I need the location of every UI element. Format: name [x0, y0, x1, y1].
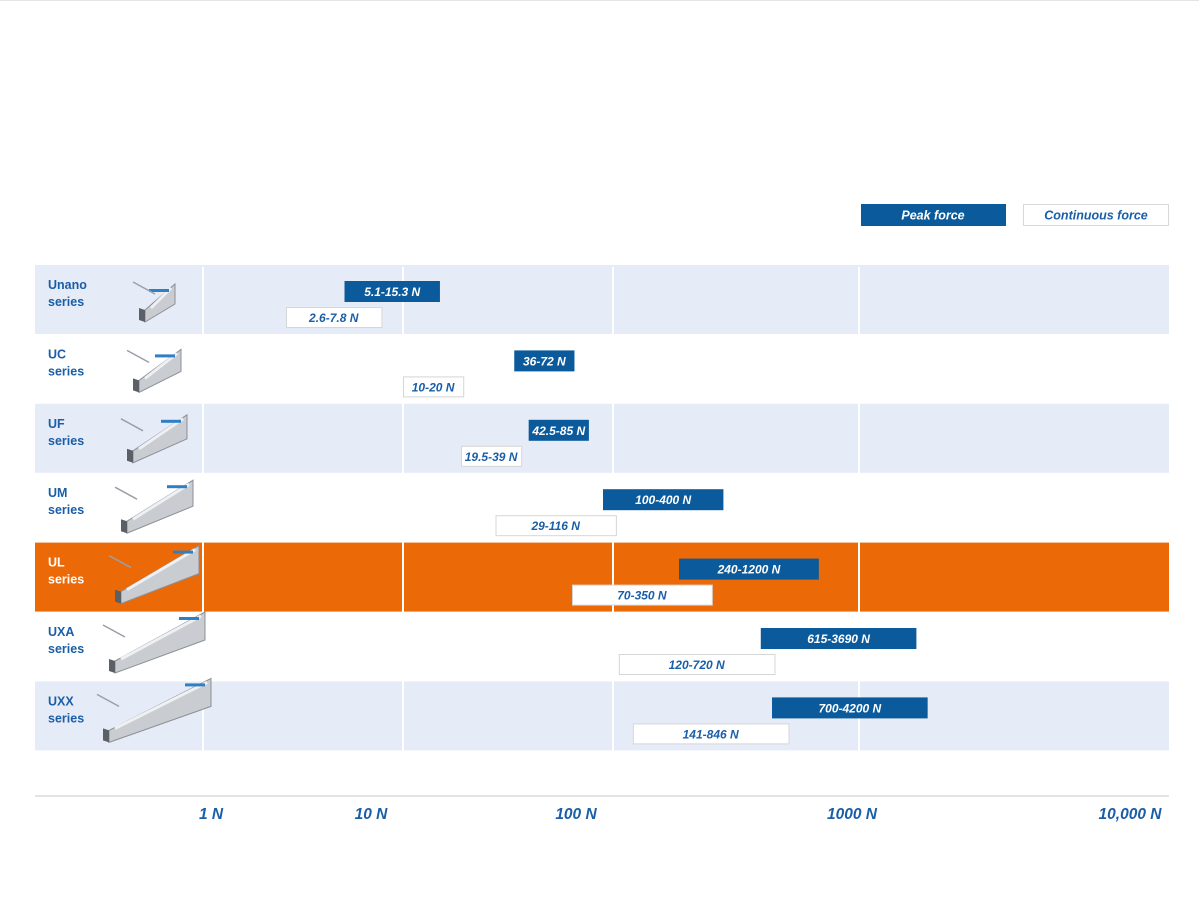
series-name: UM [48, 486, 67, 500]
legend-continuous-swatch [1023, 204, 1169, 226]
peak-force-bar [603, 489, 724, 511]
motor-images [96, 281, 212, 744]
x-tick-label: 10,000 N [1099, 806, 1163, 823]
peak-force-bar [528, 419, 589, 441]
continuous-force-bar [572, 584, 713, 606]
series-name: UXA [48, 625, 74, 639]
peak-force-label: 36-72 N [523, 354, 566, 368]
peak-force-bar [514, 350, 575, 372]
continuous-force-bar [403, 376, 465, 398]
peak-force-label: 42.5-85 N [531, 424, 585, 438]
series-suffix: series [48, 573, 84, 587]
peak-force-label: 100-400 N [635, 493, 691, 507]
peak-force-label: 700-4200 N [818, 701, 881, 715]
peak-force-bar [344, 281, 440, 302]
series-labels: UnanoseriesUCseriesUFseriesUMseriesULser… [48, 278, 87, 725]
peak-force-bar [760, 628, 917, 649]
continuous-force-bar [461, 445, 523, 467]
series-name: UXX [48, 694, 74, 708]
row-band [35, 265, 1169, 334]
series-name: UL [48, 556, 65, 570]
row-band [35, 681, 1169, 751]
peak-force-label: 240-1200 N [717, 563, 781, 577]
continuous-force-label: 19.5-39 N [465, 450, 518, 464]
unano-motor-icon [132, 281, 176, 323]
x-tick-label: 100 N [555, 806, 597, 823]
series-suffix: series [48, 434, 84, 448]
legend-continuous-label: Continuous force [1044, 209, 1148, 223]
continuous-force-label: 10-20 N [412, 380, 455, 394]
uxa-motor-icon [102, 611, 206, 674]
grid-lines [202, 267, 860, 753]
series-suffix: series [48, 364, 84, 378]
um-motor-icon [114, 479, 194, 534]
row-bands [35, 265, 1169, 751]
series-suffix: series [48, 295, 84, 309]
continuous-force-bar [285, 307, 383, 328]
series-name: Unano [48, 278, 87, 292]
x-axis: 1 N 10 N 100 N 1000 N 10,000 N [35, 795, 1169, 823]
uf-motor-icon [120, 413, 188, 464]
legend-peak-label: Peak force [901, 209, 964, 223]
continuous-force-label: 120-720 N [669, 658, 725, 672]
peak-force-label: 615-3690 N [807, 632, 870, 646]
peak-force-label: 5.1-15.3 N [364, 285, 420, 299]
ul-motor-icon [108, 544, 200, 605]
legend: Peak force Continuous force [861, 204, 1169, 226]
continuous-force-bar [618, 654, 776, 675]
continuous-force-label: 29-116 N [530, 519, 580, 533]
uxx-motor-icon [96, 677, 212, 744]
peak-force-bar [772, 697, 928, 719]
series-name: UC [48, 347, 66, 361]
row-band [35, 403, 1169, 473]
series-suffix: series [48, 642, 84, 656]
series-name: UF [48, 417, 65, 431]
top-border [0, 0, 1199, 1]
x-tick-label: 1000 N [827, 806, 878, 823]
legend-peak-swatch [861, 204, 1006, 226]
force-bars: 5.1-15.3 N 2.6-7.8 N 36-72 N 10-20 N 42.5-85… [285, 281, 928, 745]
continuous-force-label: 141-846 N [683, 727, 739, 741]
continuous-force-bar [495, 515, 617, 537]
peak-force-bar [679, 558, 819, 580]
uc-motor-icon [126, 348, 182, 394]
series-suffix: series [48, 711, 84, 725]
continuous-force-label: 2.6-7.8 N [308, 311, 359, 325]
continuous-force-label: 70-350 N [617, 589, 667, 603]
continuous-force-bar [632, 723, 790, 745]
x-tick-label: 10 N [355, 806, 389, 823]
x-tick-label: 1 N [199, 806, 224, 823]
series-suffix: series [48, 503, 84, 517]
